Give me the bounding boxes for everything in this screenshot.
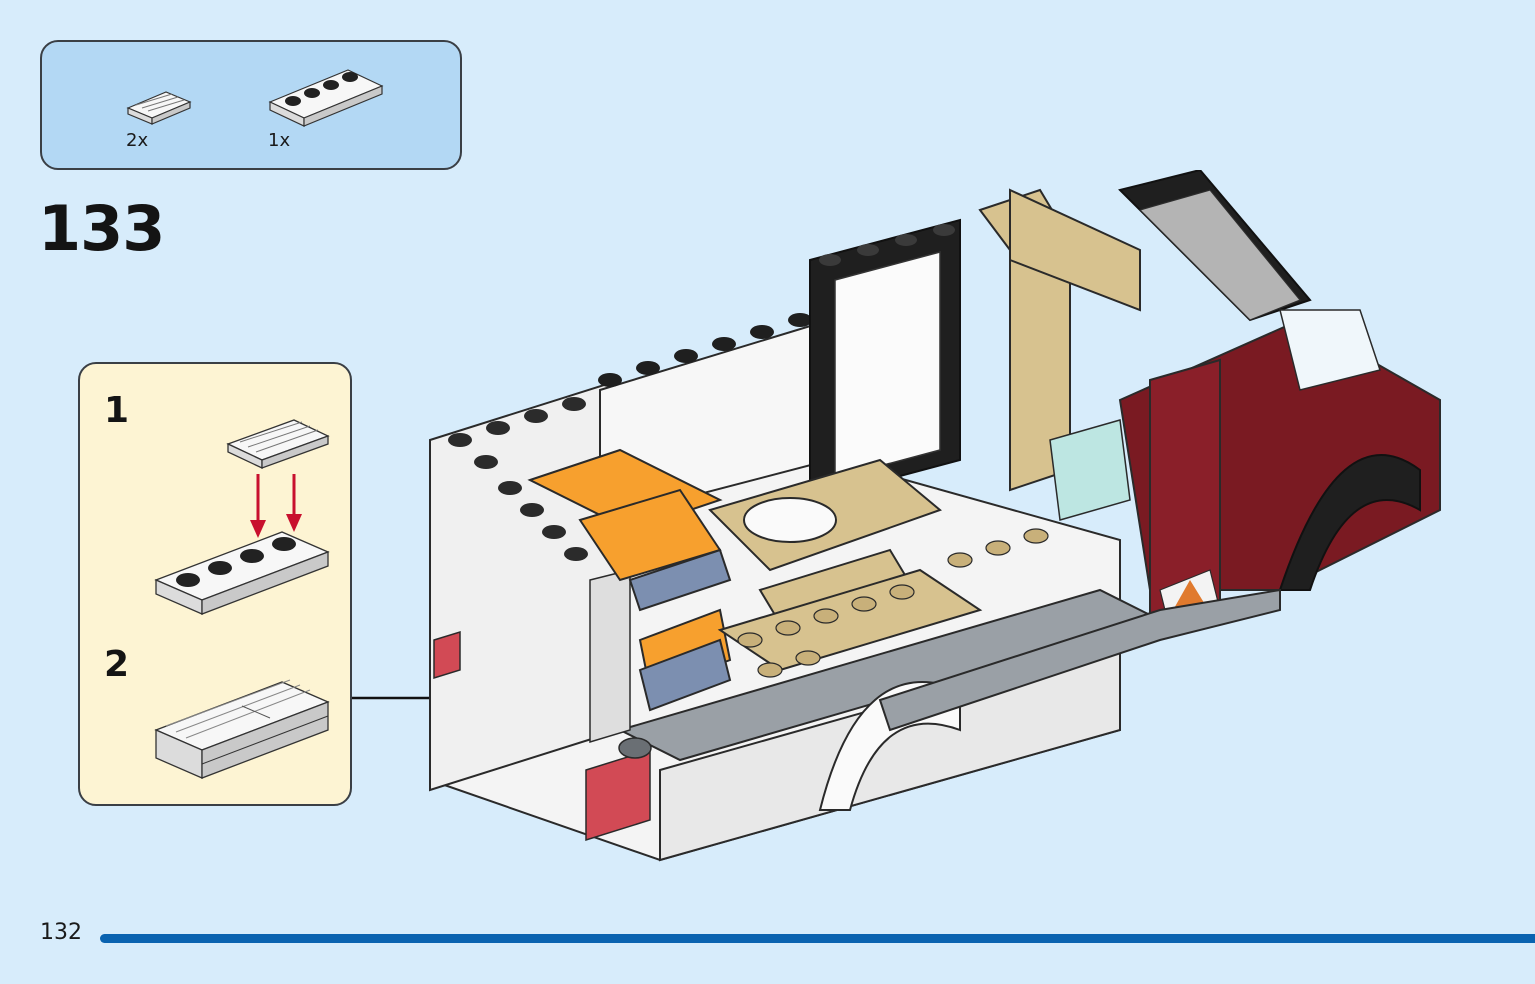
- part-count-plate: 1x: [268, 130, 291, 151]
- footer-bar: [100, 934, 1535, 943]
- arrow-down-icon: [248, 472, 308, 542]
- page-number: 132: [40, 920, 82, 945]
- sub-assembly-box: 1 2: [78, 362, 352, 806]
- camper-van-model-icon: [420, 168, 1480, 894]
- plate-1x4-icon: [152, 524, 332, 620]
- sub-step-1-label: 1: [104, 390, 130, 431]
- combined-sub-assembly-icon: [152, 668, 332, 784]
- plate-1x4-icon: [266, 64, 386, 128]
- sub-step-2-label: 2: [104, 644, 130, 685]
- grille-plate-icon: [124, 86, 194, 126]
- grille-plate-icon: [224, 416, 334, 472]
- parts-list-box: 2x 1x: [40, 40, 462, 170]
- step-number: 133: [38, 192, 165, 265]
- part-count-grille: 2x: [126, 130, 149, 151]
